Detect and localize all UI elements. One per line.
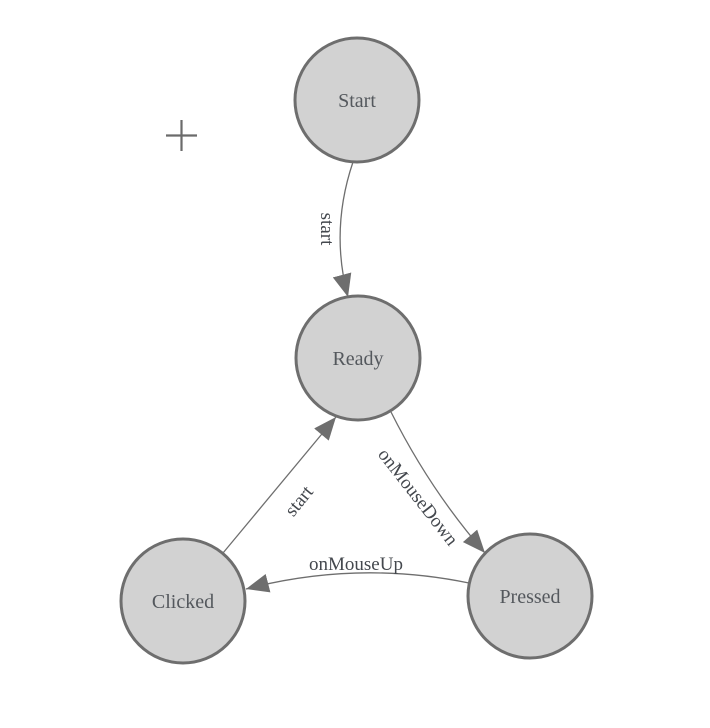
edge-line-start-to-ready[interactable] [332, 161, 354, 298]
edge-clicked-to-ready[interactable]: start [222, 416, 337, 554]
state-node-ready[interactable]: Ready [294, 294, 422, 422]
state-circle-pressed [466, 532, 594, 660]
state-node-clicked[interactable]: Clicked [119, 537, 247, 665]
state-label-clicked: Clicked [152, 591, 214, 613]
state-label-start: Start [338, 90, 376, 112]
state-label-pressed: Pressed [499, 586, 560, 608]
state-circle-ready [294, 294, 422, 422]
state-node-start[interactable]: Start [293, 36, 421, 164]
edge-label-pressed-to-clicked: onMouseUp [309, 554, 403, 575]
state-circle-start [293, 36, 421, 164]
edge-line-ready-to-pressed[interactable] [390, 411, 486, 554]
state-circle-clicked [119, 537, 247, 665]
origin-crosshair-icon [166, 120, 197, 151]
state-node-pressed[interactable]: Pressed [466, 532, 594, 660]
edge-pressed-to-clicked[interactable]: onMouseUp [245, 554, 470, 593]
edge-ready-to-pressed[interactable]: onMouseDown [373, 411, 486, 554]
edge-label-start-to-ready: start [316, 213, 337, 246]
state-label-ready: Ready [332, 348, 383, 370]
edge-start-to-ready[interactable]: start [316, 161, 354, 298]
edge-line-pressed-to-clicked[interactable] [245, 572, 470, 593]
edge-line-clicked-to-ready[interactable] [222, 416, 337, 554]
edge-label-clicked-to-ready: start [281, 481, 318, 520]
